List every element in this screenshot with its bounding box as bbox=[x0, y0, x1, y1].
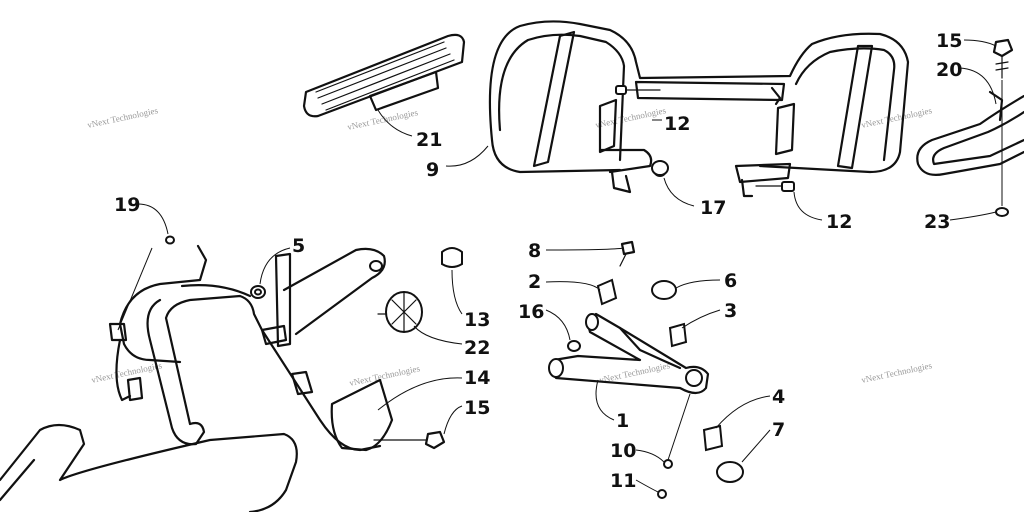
leader-line bbox=[667, 393, 691, 461]
callout-16: 16 bbox=[518, 301, 544, 323]
callout-15-lower: 15 bbox=[464, 397, 490, 419]
watermark: vNext Technologies bbox=[346, 107, 419, 132]
rear-rack-part-9 bbox=[488, 20, 910, 198]
callout-17: 17 bbox=[700, 197, 726, 219]
callout-15-upper: 15 bbox=[936, 30, 962, 52]
watermark: vNext Technologies bbox=[348, 363, 421, 388]
cap-part-13 bbox=[441, 247, 463, 268]
callout-9: 9 bbox=[426, 159, 439, 181]
bolt-part-8 bbox=[619, 240, 636, 267]
watermark: vNext Technologies bbox=[594, 105, 667, 130]
callout-10: 10 bbox=[610, 440, 636, 462]
side-bracket-part-20 bbox=[916, 90, 1024, 176]
skid-plate bbox=[0, 423, 298, 512]
callout-6: 6 bbox=[724, 270, 737, 292]
callout-19: 19 bbox=[114, 194, 140, 216]
bushing-part-4 bbox=[702, 424, 724, 452]
callout-2: 2 bbox=[528, 271, 541, 293]
washer-part-23 bbox=[995, 207, 1009, 217]
cap-part-7 bbox=[716, 461, 744, 483]
bolt-part-12-lower bbox=[755, 181, 795, 192]
callout-20: 20 bbox=[936, 59, 962, 81]
callout-14: 14 bbox=[464, 367, 490, 389]
callout-labels: 21 9 12 17 12 15 20 23 19 5 13 22 14 15 … bbox=[114, 30, 962, 492]
footrest-pad-part-21 bbox=[302, 33, 466, 118]
callout-23: 23 bbox=[924, 211, 950, 233]
reflector-part-22 bbox=[377, 291, 423, 333]
bolt-part-12-upper bbox=[615, 85, 661, 95]
watermark: vNext Technologies bbox=[90, 360, 163, 385]
watermark: vNext Technologies bbox=[86, 105, 159, 130]
callout-11: 11 bbox=[610, 470, 636, 492]
leader-lines bbox=[117, 39, 997, 493]
cap-part-17 bbox=[651, 160, 669, 176]
bushing-part-3 bbox=[668, 322, 688, 348]
nut-part-5 bbox=[250, 285, 266, 299]
watermark: vNext Technologies bbox=[860, 360, 933, 385]
callout-21: 21 bbox=[416, 129, 442, 151]
nut-part-10 bbox=[663, 459, 673, 469]
callout-12-upper: 12 bbox=[664, 113, 690, 135]
bolt-part-15 bbox=[992, 38, 1014, 79]
nut-part-19 bbox=[165, 235, 175, 245]
bolt-part-15-lower bbox=[373, 430, 446, 450]
nut-part-16 bbox=[567, 340, 581, 352]
callout-13: 13 bbox=[464, 309, 490, 331]
callout-1: 1 bbox=[616, 410, 629, 432]
front-rack-part-14 bbox=[108, 244, 394, 452]
callout-22: 22 bbox=[464, 337, 490, 359]
pin-part-11 bbox=[657, 489, 667, 499]
callout-12-lower: 12 bbox=[826, 211, 852, 233]
bushing-part-2 bbox=[596, 278, 618, 306]
cap-part-6 bbox=[651, 280, 677, 300]
watermark-group: vNext Technologies vNext Technologies vN… bbox=[86, 105, 933, 388]
callout-4: 4 bbox=[772, 386, 785, 408]
watermark: vNext Technologies bbox=[860, 105, 933, 130]
a-arm-part-1 bbox=[548, 312, 710, 395]
callout-8: 8 bbox=[528, 240, 541, 262]
callout-5: 5 bbox=[292, 235, 305, 257]
callout-3: 3 bbox=[724, 300, 737, 322]
callout-7: 7 bbox=[772, 419, 785, 441]
